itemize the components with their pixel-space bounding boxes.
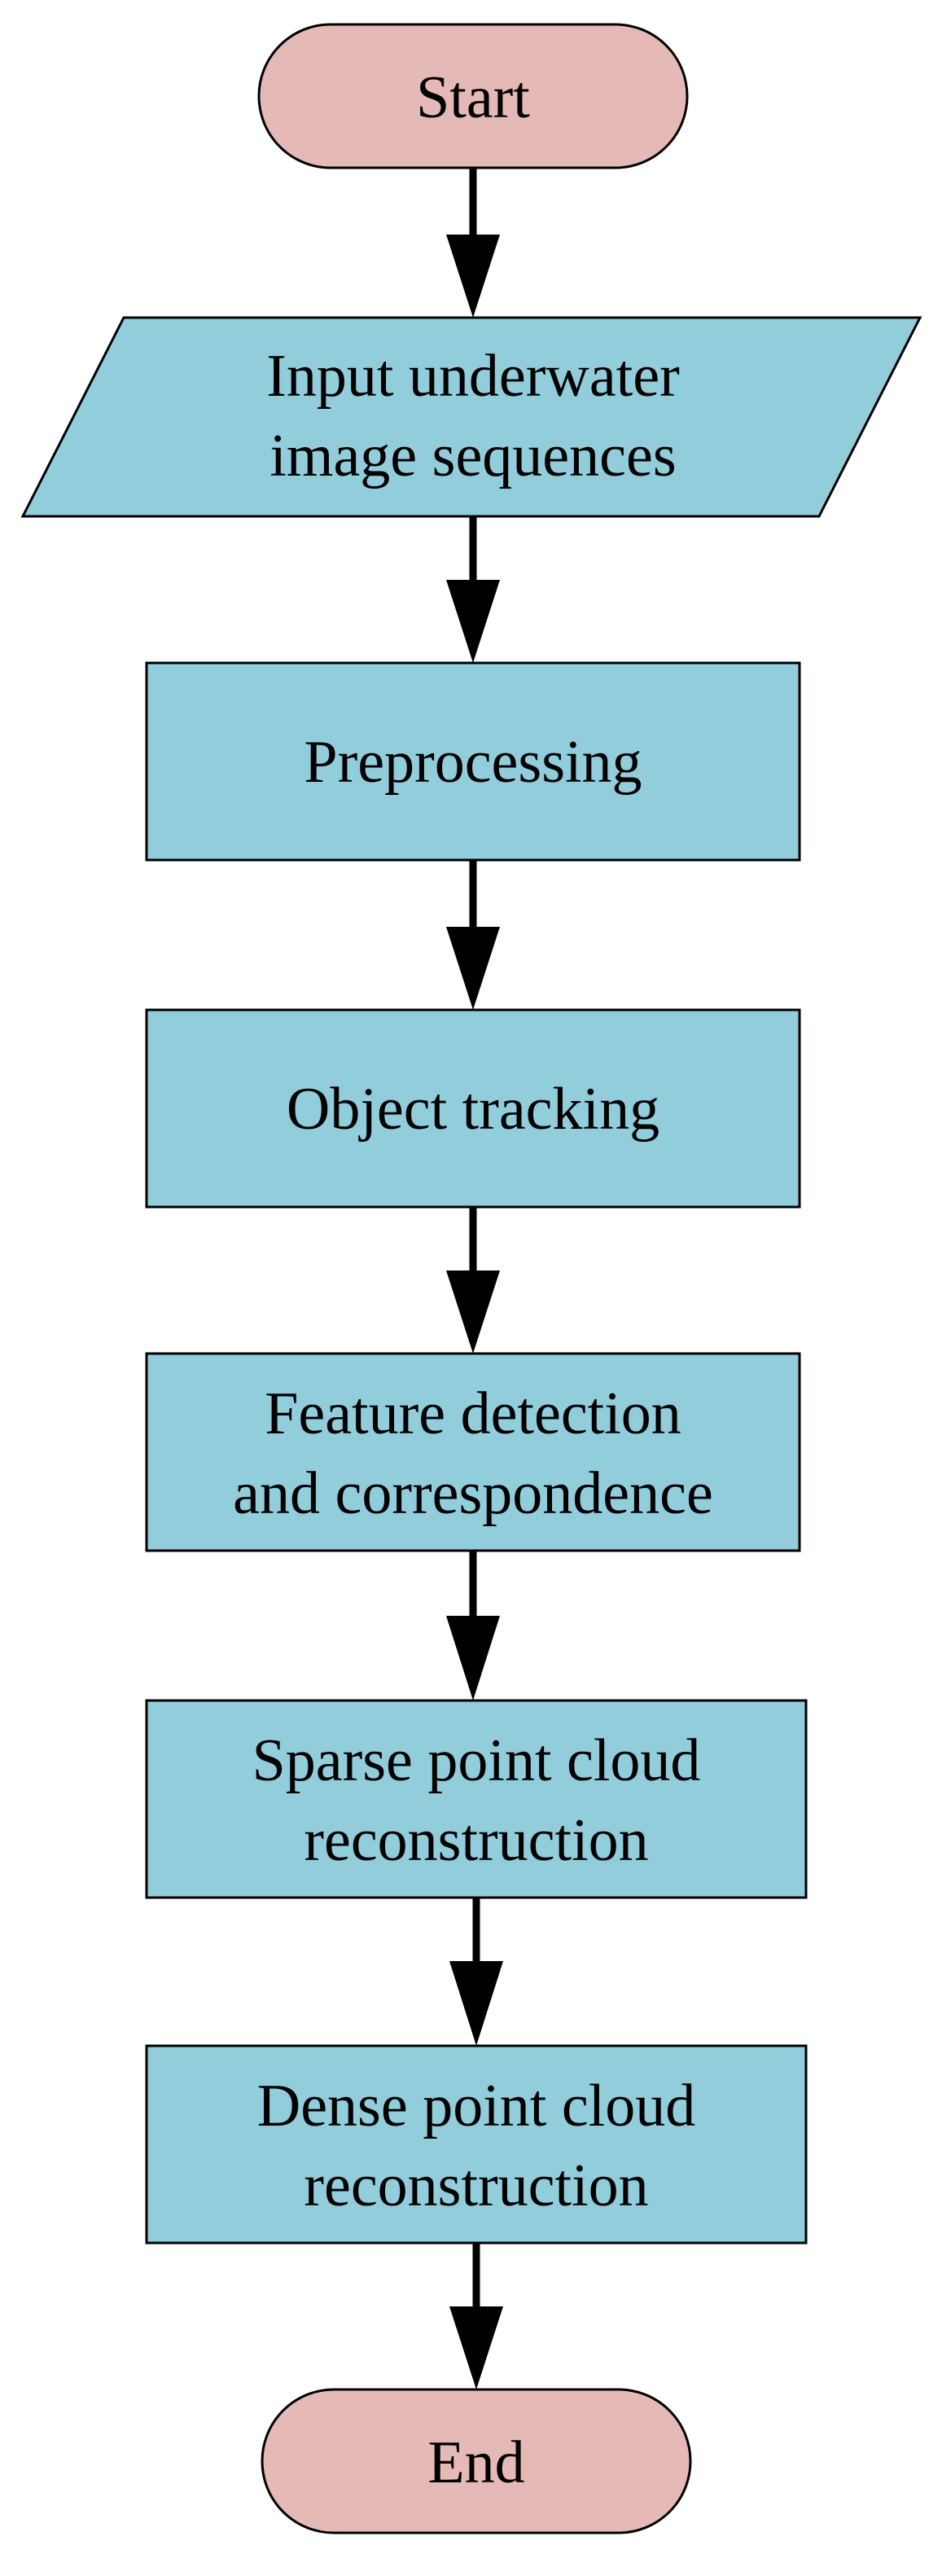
start-label: Start [416,64,530,131]
arrow-head [446,1616,500,1701]
sparse-reconstruction-label-line-2: reconstruction [304,1807,648,1874]
dense-reconstruction-label-line-2: reconstruction [304,2153,648,2219]
end-node: End [261,2388,692,2534]
arrow-tracking-to-feature [446,1207,500,1354]
preprocessing-process-shape [145,661,801,862]
feature-detection-label-line-2: and correspondence [233,1460,713,1527]
end-terminal-shape [261,2388,692,2534]
input-node: Input underwater image sequences [20,316,922,518]
sparse-reconstruction-node: Sparse point cloud reconstruction [145,1699,808,1899]
feature-detection-label-line-1: Feature detection [265,1380,681,1447]
arrow-head [446,235,500,318]
feature-detection-process-shape [145,1352,801,1552]
object-tracking-node: Object tracking [145,1008,801,1209]
arrow-head [446,1270,500,1354]
input-label-line-2: image sequences [269,423,676,489]
preprocessing-label: Preprocessing [304,729,642,796]
object-tracking-label: Object tracking [287,1076,659,1143]
arrow-preprocessing-to-tracking [446,860,500,1010]
arrow-sparse-to-dense [449,1898,503,2046]
arrow-feature-to-sparse [446,1551,500,1701]
start-node: Start [257,23,689,169]
arrow-head [449,2306,503,2389]
sparse-reconstruction-process-shape [145,1699,808,1899]
preprocessing-node: Preprocessing [145,661,801,862]
end-label: End [427,2429,524,2496]
input-label-line-1: Input underwater [266,343,680,410]
dense-reconstruction-node: Dense point cloud reconstruction [145,2044,808,2245]
input-parallelogram-shape [20,316,922,518]
arrow-start-to-input [446,168,500,318]
arrow-head [446,927,500,1010]
sparse-reconstruction-label-line-1: Sparse point cloud [252,1727,701,1794]
feature-detection-node: Feature detection and correspondence [145,1352,801,1552]
dense-reconstruction-label-line-1: Dense point cloud [257,2073,695,2139]
arrow-dense-to-end [449,2243,503,2389]
arrow-input-to-preprocessing [446,516,500,663]
arrow-head [446,580,500,663]
arrow-head [449,1961,503,2046]
dense-reconstruction-process-shape [145,2044,808,2245]
object-tracking-process-shape [145,1008,801,1209]
